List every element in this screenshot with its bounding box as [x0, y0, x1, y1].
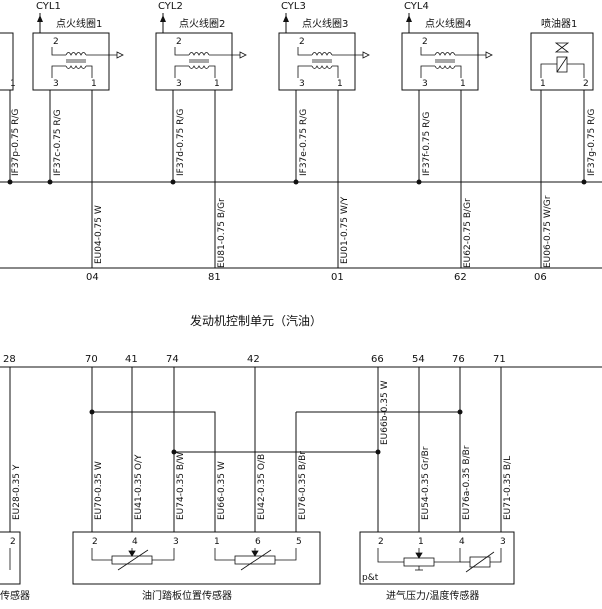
svg-text:EU41-0.35 O/Y: EU41-0.35 O/Y [134, 454, 144, 520]
ecu-connector-pins: 28 70 41 74 42 66 54 76 71 [3, 354, 506, 365]
svg-text:5: 5 [296, 537, 302, 547]
svg-text:01: 01 [331, 272, 344, 283]
sensor-wires: EU28-0.35 Y EU70-0.35 W EU41-0.35 O/Y EU… [9, 367, 513, 532]
svg-text:EU01-0.75 W/Y: EU01-0.75 W/Y [340, 196, 350, 264]
svg-text:2: 2 [92, 537, 98, 547]
svg-text:6: 6 [255, 537, 261, 547]
svg-text:EU54-0.35 Gr/Br: EU54-0.35 Gr/Br [421, 446, 431, 520]
svg-text:EU74-0.35 B/W: EU74-0.35 B/W [176, 452, 186, 520]
svg-text:2: 2 [583, 79, 589, 89]
svg-text:3: 3 [500, 537, 506, 547]
svg-text:1: 1 [214, 79, 220, 89]
svg-text:CYL3: CYL3 [281, 1, 306, 12]
ignition-coil-cyl2: CYL2 点火线圈2 2 3 1 IF37d-0.75 R/G EU81-0.7… [155, 1, 247, 283]
svg-text:3: 3 [176, 79, 182, 89]
svg-text:EU70-0.35 W: EU70-0.35 W [94, 461, 104, 520]
svg-text:EU81-0.75 B/Gr: EU81-0.75 B/Gr [217, 198, 227, 268]
fuel-injector-1: 喷油器1 1 2 EU06-0.75 W/Gr 06 IF37g-0.75 R/… [530, 17, 597, 283]
left-partial-wire-label: IF37p-0.75 R/G [11, 109, 21, 176]
svg-text:EU71-0.35 B/L: EU71-0.35 B/L [503, 456, 513, 520]
svg-text:42: 42 [247, 354, 260, 365]
temperature-sensor-icon [460, 548, 502, 573]
svg-text:76: 76 [452, 354, 465, 365]
svg-text:EU28-0.35 Y: EU28-0.35 Y [12, 464, 22, 520]
map-temperature-sensor: 2 1 4 3 p&t 进气压力/温度传感器 [359, 531, 515, 602]
coil-name: 点火线圈1 [56, 17, 102, 30]
left-sensor-name: 传感器 [0, 589, 30, 602]
ecu-pin: 04 [86, 272, 99, 283]
svg-text:EU42-0.35 O/B: EU42-0.35 O/B [257, 454, 267, 520]
map-sensor-name: 进气压力/温度传感器 [386, 589, 479, 602]
svg-text:IF37c-0.75 R/G: IF37c-0.75 R/G [53, 109, 63, 176]
ecu-title: 发动机控制单元（汽油） [190, 313, 322, 328]
svg-text:2: 2 [176, 37, 182, 47]
svg-text:1: 1 [337, 79, 343, 89]
svg-text:EU04-0.75 W: EU04-0.75 W [94, 205, 104, 264]
svg-text:28: 28 [3, 354, 16, 365]
svg-text:66: 66 [371, 354, 384, 365]
svg-text:3: 3 [53, 79, 59, 89]
svg-text:IF37e-0.75 R/G: IF37e-0.75 R/G [299, 109, 309, 176]
svg-text:2: 2 [53, 37, 59, 47]
svg-text:IF37d-0.75 R/G: IF37d-0.75 R/G [176, 109, 186, 176]
potentiometer-2-icon [214, 548, 297, 571]
svg-text:1: 1 [540, 79, 546, 89]
left-partial-sensor: 2 传感器 [0, 531, 30, 602]
svg-text:71: 71 [493, 354, 506, 365]
svg-text:2: 2 [299, 37, 305, 47]
svg-text:2: 2 [422, 37, 428, 47]
svg-text:IF37g-0.75 R/G: IF37g-0.75 R/G [587, 109, 597, 176]
left-partial-component: 1 IF37p-0.75 R/G [0, 32, 21, 185]
pedal-position-sensor: 2 4 3 1 6 5 油门踏板位置传感器 [72, 531, 321, 602]
svg-text:1: 1 [214, 537, 220, 547]
svg-text:54: 54 [412, 354, 425, 365]
svg-text:EU76-0.35 B/Br: EU76-0.35 B/Br [298, 451, 308, 520]
svg-text:EU06-0.75 W/Gr: EU06-0.75 W/Gr [543, 195, 553, 268]
svg-text:CYL2: CYL2 [158, 1, 183, 12]
svg-text:3: 3 [422, 79, 428, 89]
svg-text:2: 2 [378, 537, 384, 547]
injector-symbol-icon [540, 42, 585, 78]
ignition-coil-cyl3: CYL3 点火线圈3 2 3 1 IF37e-0.75 R/G EU01-0.7… [278, 1, 370, 283]
svg-text:1: 1 [460, 79, 466, 89]
svg-text:1: 1 [418, 537, 424, 547]
svg-text:62: 62 [454, 272, 467, 283]
svg-text:CYL4: CYL4 [404, 1, 429, 12]
svg-text:06: 06 [534, 272, 547, 283]
svg-text:81: 81 [208, 272, 221, 283]
svg-text:70: 70 [85, 354, 98, 365]
svg-text:点火线圈4: 点火线圈4 [425, 17, 471, 30]
svg-text:点火线圈3: 点火线圈3 [302, 17, 348, 30]
map-tag: p&t [362, 573, 379, 583]
svg-text:3: 3 [299, 79, 305, 89]
svg-text:3: 3 [173, 537, 179, 547]
svg-text:1: 1 [91, 79, 97, 89]
svg-text:4: 4 [459, 537, 465, 547]
svg-text:EU62-0.75 B/Gr: EU62-0.75 B/Gr [463, 198, 473, 268]
svg-text:IF37f-0.75 R/G: IF37f-0.75 R/G [422, 112, 432, 176]
svg-text:EU76a-0.35 B/Br: EU76a-0.35 B/Br [462, 445, 472, 520]
svg-text:4: 4 [132, 537, 138, 547]
svg-text:41: 41 [125, 354, 138, 365]
ignition-coil-cyl1: CYL1 点火线圈1 2 3 1 IF37c-0.75 R/G EU04-0.7… [32, 1, 124, 283]
svg-text:2: 2 [10, 537, 16, 547]
ignition-coil-cyl4: CYL4 点火线圈4 2 3 1 IF37f-0.75 R/G EU62-0.7… [401, 1, 493, 283]
potentiometer-1-icon [91, 548, 175, 571]
svg-text:EU66-0.35 W: EU66-0.35 W [217, 461, 227, 520]
pedal-sensor-name: 油门踏板位置传感器 [142, 589, 232, 602]
coil-cyl-label: CYL1 [36, 1, 61, 12]
left-partial-pin: 1 [10, 79, 16, 89]
injector-name: 喷油器1 [541, 17, 577, 30]
svg-text:点火线圈2: 点火线圈2 [179, 17, 225, 30]
svg-text:74: 74 [166, 354, 179, 365]
svg-text:EU66b-0.35 W: EU66b-0.35 W [380, 380, 390, 445]
